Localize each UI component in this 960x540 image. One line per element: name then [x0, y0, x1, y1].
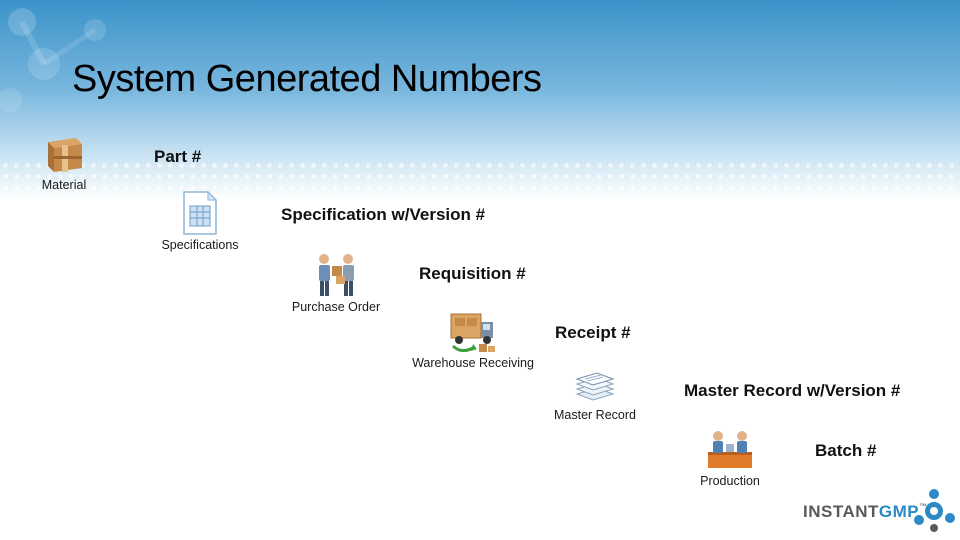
step-material: Material [30, 132, 98, 192]
logo-molecule-icon [911, 488, 957, 534]
header-dot-pattern [0, 160, 960, 200]
step-number-part: Part # [154, 147, 201, 167]
step-purchase-order: Purchase Order [286, 250, 386, 314]
step-caption: Master Record [545, 408, 645, 422]
material-box-icon [42, 132, 86, 176]
step-master-record: Master Record [545, 372, 645, 422]
step-production: Production [690, 428, 770, 488]
step-warehouse-receiving: Warehouse Receiving [405, 308, 541, 370]
logo-text-instant: INSTANT [803, 502, 879, 521]
production-workers-icon [704, 428, 756, 472]
step-number-specification: Specification w/Version # [281, 205, 485, 225]
page-title: System Generated Numbers [72, 58, 542, 101]
master-record-stack-icon [573, 372, 617, 406]
step-caption: Specifications [155, 238, 245, 252]
step-number-requisition: Requisition # [419, 264, 526, 284]
specifications-document-icon [180, 190, 220, 236]
step-specifications: Specifications [155, 190, 245, 252]
step-caption: Purchase Order [286, 300, 386, 314]
step-caption: Material [30, 178, 98, 192]
purchase-order-icon [310, 250, 362, 298]
step-caption: Production [690, 474, 770, 488]
step-number-master-record: Master Record w/Version # [684, 381, 900, 401]
step-caption: Warehouse Receiving [405, 356, 541, 370]
step-number-batch: Batch # [815, 441, 876, 461]
step-number-receipt: Receipt # [555, 323, 631, 343]
warehouse-truck-icon [447, 308, 499, 354]
